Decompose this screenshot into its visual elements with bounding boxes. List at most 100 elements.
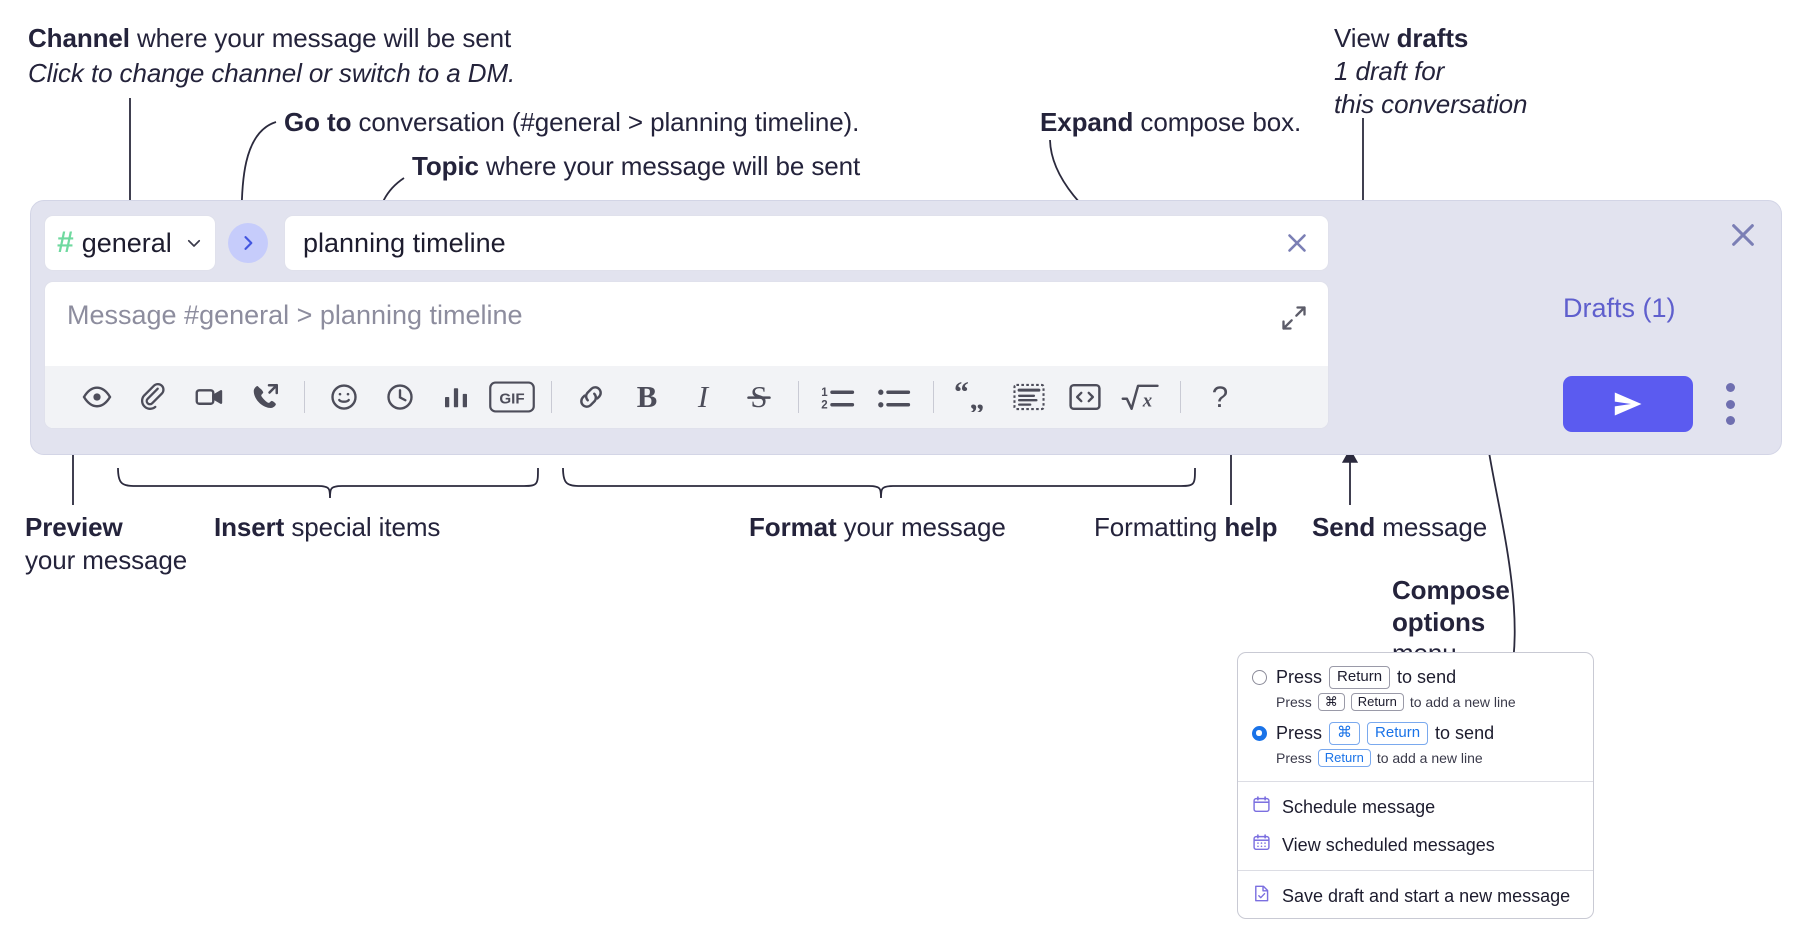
channel-selector[interactable]: # general	[44, 215, 216, 271]
menu-item-save-draft[interactable]: Save draft and start a new message	[1238, 877, 1593, 918]
annotation-goto: Go to conversation (#general > planning …	[284, 106, 859, 139]
topic-field[interactable]: planning timeline	[284, 215, 1329, 271]
annotation-help-bold: help	[1224, 512, 1278, 542]
attachment-icon[interactable]	[125, 374, 181, 420]
bulleted-list-icon[interactable]	[866, 374, 922, 420]
drafts-link[interactable]: Drafts (1)	[1563, 293, 1676, 323]
menu-item-label: Save draft and start a new message	[1282, 885, 1571, 906]
code-block-icon[interactable]	[1001, 374, 1057, 420]
calendar-grid-icon	[1252, 833, 1271, 857]
radio-unselected[interactable]	[1252, 669, 1267, 685]
blockquote-icon[interactable]: “ „	[945, 374, 1001, 420]
annotation-goto-bold: Go to	[284, 107, 352, 137]
annotation-goto-rest: conversation (#general > planning timeli…	[351, 107, 860, 137]
svg-text:?: ?	[1212, 381, 1228, 413]
inline-code-icon[interactable]	[1057, 374, 1113, 420]
annotation-topic-bold: Topic	[412, 151, 479, 181]
svg-text:1: 1	[821, 387, 828, 399]
strikethrough-icon[interactable]: S	[731, 374, 787, 420]
message-box: Message #general > planning timeline	[44, 281, 1329, 429]
toolbar-divider	[551, 381, 552, 413]
compose-inner: # general planning timeline	[44, 214, 1329, 429]
close-icon[interactable]	[1727, 219, 1759, 251]
annotation-preview-sub: your message	[25, 544, 188, 575]
annotation-send-rest: message	[1375, 512, 1488, 542]
annotation-send: Send message	[1312, 511, 1487, 544]
svg-text:„: „	[969, 384, 984, 412]
annotation-drafts-bold: drafts	[1396, 23, 1469, 53]
option1-post: to send	[1397, 666, 1457, 687]
menu-option2-hint: Press Return to add a new line	[1238, 745, 1593, 775]
compose-options-menu-button[interactable]	[1719, 383, 1741, 425]
clear-topic-icon[interactable]	[1282, 228, 1312, 258]
goto-conversation-button[interactable]	[228, 223, 268, 263]
send-button[interactable]	[1563, 376, 1693, 432]
compose-panel: # general planning timeline	[30, 200, 1782, 455]
annotation-drafts-sub1: 1 draft for	[1334, 55, 1445, 86]
menu-item-view-scheduled-messages[interactable]: View scheduled messages	[1238, 826, 1593, 864]
annotation-expand: Expand compose box.	[1040, 106, 1301, 139]
menu-divider	[1238, 870, 1593, 871]
chevron-down-icon	[185, 234, 203, 252]
annotation-topic-rest: where your message will be sent	[478, 151, 861, 181]
menu-option-return-to-send[interactable]: Press Return to send	[1238, 663, 1593, 689]
menu-option1-hint: Press ⌘ Return to add a new line	[1238, 689, 1593, 719]
toolbar-divider	[933, 381, 934, 413]
bold-icon[interactable]: B	[619, 374, 675, 420]
annotation-format-rest: your message	[836, 512, 1006, 542]
poll-icon[interactable]	[428, 374, 484, 420]
annotation-preview: Preview your message	[25, 511, 187, 577]
annotation-send-bold: Send	[1312, 512, 1376, 542]
toolbar-divider	[1180, 381, 1181, 413]
preview-icon[interactable]	[69, 374, 125, 420]
annotation-preview-bold: Preview	[25, 512, 123, 542]
svg-text:x: x	[1142, 390, 1152, 411]
clock-icon[interactable]	[372, 374, 428, 420]
annotation-drafts-sub2: this conversation	[1334, 88, 1528, 119]
help-icon[interactable]: ?	[1192, 374, 1248, 420]
expand-icon[interactable]	[1280, 304, 1308, 332]
menu-item-label: Schedule message	[1282, 796, 1436, 817]
option2-post: to send	[1435, 722, 1495, 743]
radio-selected[interactable]	[1252, 725, 1267, 741]
link-icon[interactable]	[563, 374, 619, 420]
annotation-topic: Topic where your message will be sent	[412, 150, 860, 183]
channel-name: general	[81, 227, 172, 258]
annotation-channel-bold: Channel	[28, 23, 130, 53]
annotation-channel-sub: Click to change channel or switch to a D…	[28, 57, 516, 88]
annotation-insert-rest: special items	[284, 512, 441, 542]
emoji-icon[interactable]	[316, 374, 372, 420]
message-input[interactable]: Message #general > planning timeline	[45, 282, 1328, 366]
ordered-list-icon[interactable]: 1 2	[810, 374, 866, 420]
call-icon[interactable]	[237, 374, 293, 420]
svg-text:B: B	[637, 381, 658, 413]
option2-pre: Press	[1276, 722, 1323, 743]
annotation-expand-rest: compose box.	[1133, 107, 1302, 137]
menu-item-schedule-message[interactable]: Schedule message	[1238, 788, 1593, 826]
option2-sub-pre: Press	[1276, 749, 1312, 766]
annotation-drafts-pre: View	[1334, 23, 1397, 53]
svg-text:“: “	[954, 382, 969, 409]
italic-icon[interactable]: I	[675, 374, 731, 420]
key-return: Return	[1329, 666, 1391, 689]
compose-header-row: # general planning timeline	[44, 214, 1329, 272]
hash-icon: #	[57, 226, 74, 259]
gif-icon[interactable]: GIF	[484, 374, 540, 420]
svg-text:2: 2	[821, 399, 827, 411]
annotation-help-pre: Formatting	[1094, 512, 1225, 542]
annotation-format-bold: Format	[749, 512, 837, 542]
annotation-channel: Channel where your message will be sent …	[28, 22, 515, 90]
topic-value: planning timeline	[303, 227, 506, 258]
compose-options-menu: Press Return to send Press ⌘ Return to a…	[1237, 652, 1594, 919]
message-placeholder: Message #general > planning timeline	[67, 300, 523, 330]
annotation-compose-bold2: options	[1392, 606, 1486, 637]
menu-item-label: View scheduled messages	[1282, 834, 1495, 855]
menu-option-cmd-return-to-send[interactable]: Press ⌘ Return to send	[1238, 719, 1593, 745]
save-draft-icon	[1252, 884, 1271, 908]
calendar-icon	[1252, 795, 1271, 819]
annotation-channel-rest: where your message will be sent	[129, 23, 512, 53]
video-icon[interactable]	[181, 374, 237, 420]
math-icon[interactable]: x	[1113, 374, 1169, 420]
toolbar-divider	[798, 381, 799, 413]
